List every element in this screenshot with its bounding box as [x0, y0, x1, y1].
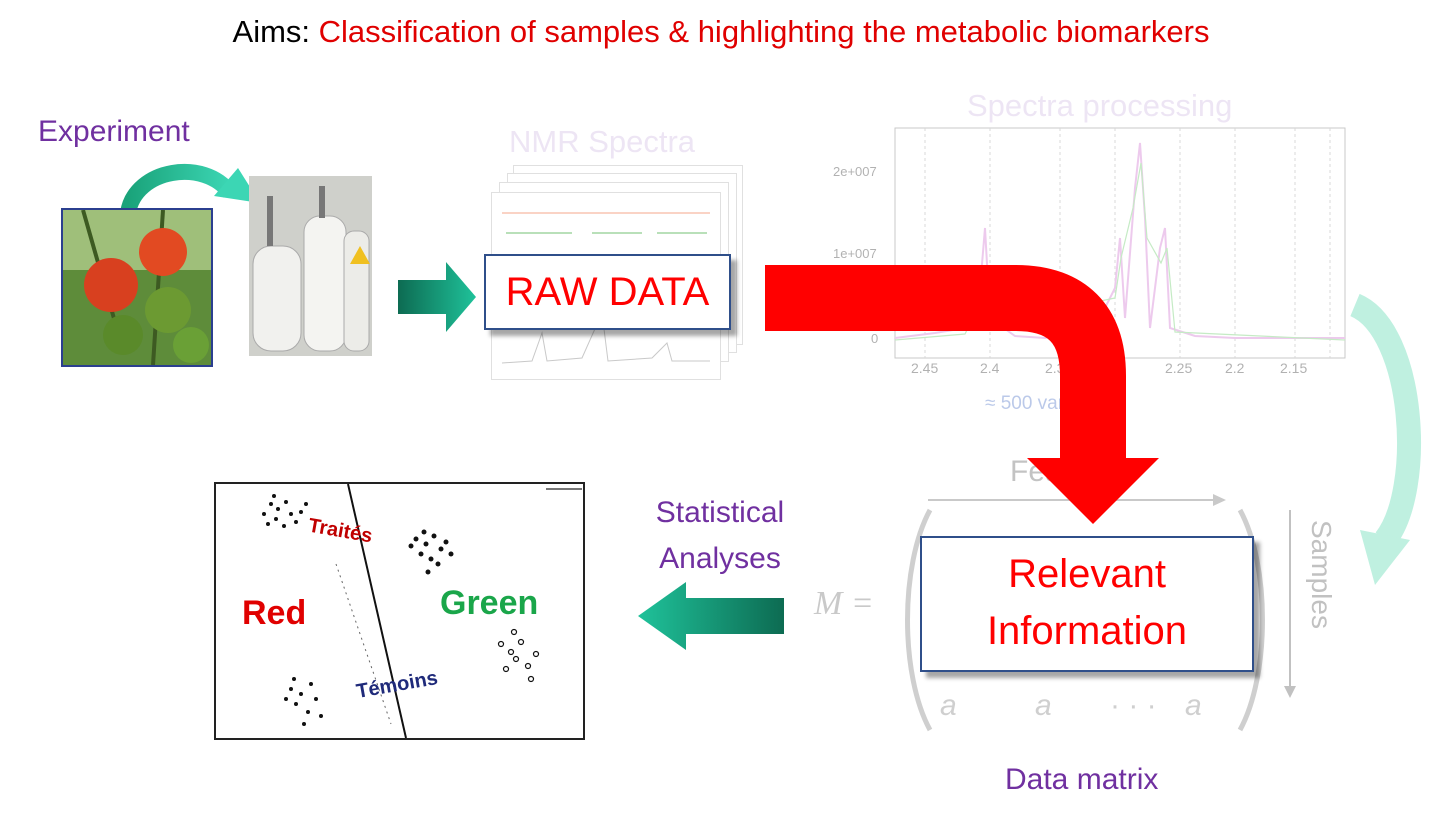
samples-arrow-icon: [1284, 510, 1296, 698]
slide-title: Aims: Classification of samples & highli…: [0, 14, 1442, 50]
x-tick-2-15: 2.15: [1280, 360, 1308, 376]
spectrometer-photo: [249, 176, 372, 356]
statistical-line1: Statistical: [655, 496, 785, 529]
experiment-label: Experiment: [38, 115, 190, 148]
samples-label-wrap: Samples: [1297, 520, 1337, 670]
statistical-line2: Analyses: [659, 542, 781, 575]
arrow-to-raw-data-icon: [398, 262, 476, 332]
scores-label-red: Red: [242, 594, 307, 632]
arrow-to-scores-plot-icon: [638, 582, 784, 650]
relevant-info-line2: Information: [986, 609, 1188, 653]
samples-label: Samples: [1306, 520, 1337, 629]
raw-data-box: RAW DATA: [484, 254, 731, 330]
x-tick-2-4: 2.4: [980, 360, 1000, 376]
red-bent-arrow-icon: [765, 265, 1159, 524]
y-tick-0: 0: [871, 331, 879, 346]
spectra-processing-label: Spectra processing: [967, 88, 1233, 123]
y-tick-2e7: 2e+007: [833, 164, 877, 179]
svg-text:a: a: [1035, 689, 1052, 722]
x-tick-2-25: 2.25: [1165, 360, 1193, 376]
relevant-info-line1: Relevant: [1008, 552, 1166, 596]
curved-teal-arrow-icon: [1349, 293, 1421, 585]
scores-plot-canvas: [262, 484, 582, 738]
data-matrix-label: Data matrix: [1005, 763, 1159, 796]
nmr-spectra-label: NMR Spectra: [509, 124, 696, 159]
spectrometer-image: [249, 176, 372, 356]
tomato-image: [63, 210, 211, 365]
x-tick-2-45: 2.45: [911, 360, 939, 376]
title-prefix: Aims:: [232, 14, 311, 49]
scores-plot: Traités Témoins Red Green: [214, 482, 585, 740]
relevant-information-box: Relevant Information: [920, 536, 1254, 672]
matrix-m-equals: M =: [814, 585, 874, 622]
statistical-analyses-label: Statistical Analyses: [630, 490, 810, 582]
svg-text:· · ·: · · ·: [1110, 689, 1157, 722]
svg-text:a: a: [940, 689, 957, 722]
scores-label-green: Green: [440, 584, 539, 622]
matrix-brackets: a a · · · a: [905, 508, 1265, 732]
x-tick-2-2: 2.2: [1225, 360, 1245, 376]
experiment-curved-arrow-icon: [120, 164, 260, 215]
tomato-photo: [61, 208, 213, 367]
svg-text:a: a: [1185, 689, 1202, 722]
nmr-spectra-stack: NMR Spectra: [485, 120, 755, 385]
title-aim: Classification of samples & highlighting…: [318, 14, 1210, 49]
y-tick-1e7: 1e+007: [833, 246, 877, 261]
